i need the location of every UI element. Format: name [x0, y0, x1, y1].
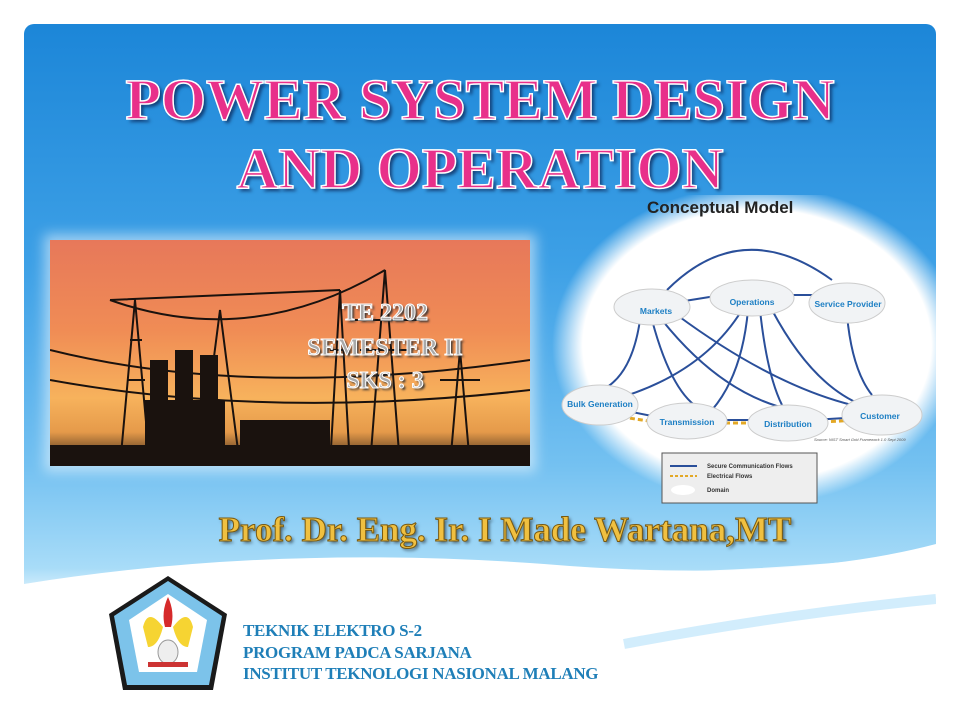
wave-decoration: [24, 544, 936, 704]
diagram-source: Source: NIST Smart Grid Framework 1.0 Se…: [814, 437, 906, 442]
diagram-title: Conceptual Model: [647, 198, 793, 217]
legend-domain: Domain: [707, 488, 729, 494]
slide-title-line-2: AND OPERATION: [236, 135, 725, 202]
legend-electrical: Electrical Flows: [707, 474, 753, 480]
node-markets: Markets: [640, 306, 672, 316]
author-name: Prof. Dr. Eng. Ir. I Made Wartana,MT: [218, 510, 792, 550]
node-transmission: Transmission: [660, 417, 715, 427]
course-code: TE 2202: [341, 300, 428, 327]
institution-line-2: PROGRAM PADCA SARJANA: [243, 643, 472, 662]
course-semester: SEMESTER II: [307, 335, 463, 362]
node-bulk-generation: Bulk Generation: [567, 399, 633, 409]
institution-line-1: TEKNIK ELEKTRO S-2: [243, 621, 422, 640]
conceptual-model-diagram: Conceptual Model Markets Operations Serv…: [552, 195, 958, 505]
domain-clouds: [561, 279, 923, 442]
itn-logo: [109, 576, 227, 690]
slide-title-line-1: POWER SYSTEM DESIGN: [125, 66, 836, 133]
node-customer: Customer: [860, 411, 900, 421]
institution-line-3: INSTITUT TEKNOLOGI NASIONAL MALANG: [243, 664, 599, 683]
diagram-legend: Secure Communication Flows Electrical Fl…: [661, 452, 818, 504]
node-operations: Operations: [730, 297, 775, 307]
node-distribution: Distribution: [764, 419, 812, 429]
course-sks: SKS : 3: [346, 368, 424, 395]
node-service-provider: Service Provider: [814, 299, 882, 309]
tower-silhouette-icon: [50, 269, 530, 466]
transmission-tower-photo: [50, 240, 530, 466]
legend-secure-communication: Secure Communication Flows: [707, 464, 793, 470]
